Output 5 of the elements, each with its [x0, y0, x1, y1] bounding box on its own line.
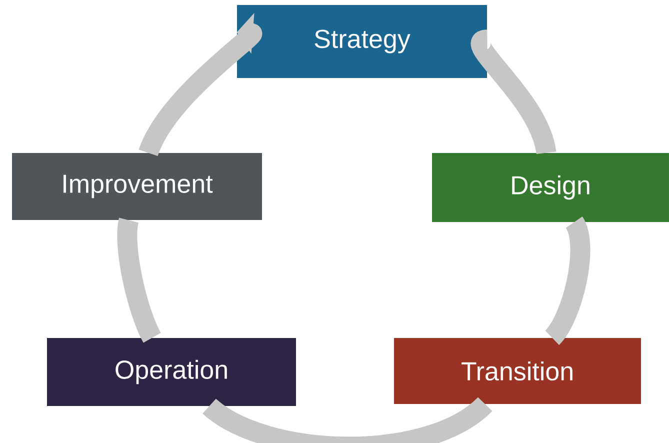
process-box: Strategy	[237, 5, 487, 78]
process-box: Improvement	[12, 152, 262, 220]
process-box: Transition	[394, 338, 641, 404]
process-box: Design	[432, 152, 669, 222]
process-box: Operation	[47, 338, 296, 406]
